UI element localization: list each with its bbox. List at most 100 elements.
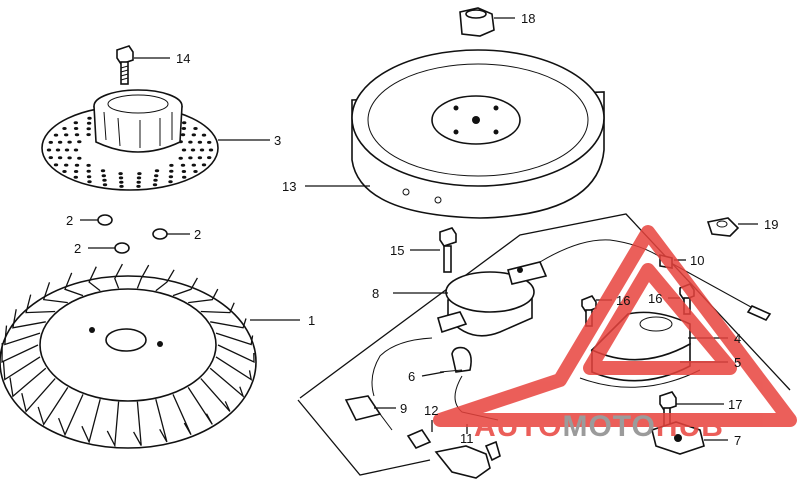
watermark-part-hub: HUB bbox=[656, 410, 724, 443]
part-9-plug-cap bbox=[344, 337, 433, 431]
perforation-hole bbox=[53, 163, 59, 167]
perforation-hole bbox=[73, 170, 79, 173]
perforation-hole bbox=[169, 169, 174, 173]
perforation-hole bbox=[182, 175, 187, 179]
perforation-hole bbox=[191, 133, 196, 137]
fan-fin bbox=[88, 266, 101, 292]
perforation-hole bbox=[73, 127, 79, 130]
perforation-hole bbox=[67, 140, 72, 144]
callout-12: 12 bbox=[424, 403, 438, 418]
part-12-terminal bbox=[406, 429, 432, 449]
fan-fin bbox=[200, 378, 231, 412]
perforation-hole bbox=[197, 140, 203, 144]
perforation-hole bbox=[57, 156, 63, 160]
perforation-hole bbox=[188, 156, 193, 160]
perforation-hole bbox=[74, 133, 80, 137]
perforation-hole bbox=[62, 170, 67, 173]
part-8-ignition-coil bbox=[437, 261, 548, 337]
callout-18: 18 bbox=[521, 11, 535, 26]
fan-fin bbox=[172, 394, 192, 436]
perforation-hole bbox=[152, 183, 158, 187]
fan-fin bbox=[12, 309, 46, 329]
perforation-hole bbox=[181, 148, 187, 152]
fan-fin bbox=[155, 399, 168, 443]
perforation-hole bbox=[180, 133, 186, 137]
perforation-hole bbox=[193, 170, 198, 173]
perforation-hole bbox=[87, 180, 92, 184]
perforation-hole bbox=[57, 140, 63, 144]
callout-6: 6 bbox=[408, 369, 415, 384]
fan-fin bbox=[215, 332, 254, 346]
fan-fin bbox=[81, 399, 101, 444]
perforation-hole bbox=[102, 183, 108, 187]
watermark-part-moto: MOTO bbox=[562, 410, 655, 443]
callout-4: 4 bbox=[734, 331, 741, 346]
fan-fin bbox=[42, 282, 68, 304]
perforation-hole bbox=[87, 116, 92, 120]
perforation-hole bbox=[137, 172, 142, 176]
fan-fin bbox=[21, 378, 56, 413]
perforation-hole bbox=[168, 175, 174, 179]
callout-15: 15 bbox=[390, 243, 404, 258]
part-6-wire-clamp bbox=[439, 346, 472, 373]
fan-fin bbox=[172, 277, 198, 297]
perforation-hole bbox=[181, 170, 187, 173]
fan-fin bbox=[114, 263, 123, 289]
fan-fin bbox=[187, 387, 213, 425]
part-2-spacers bbox=[97, 214, 168, 254]
perforation-hole bbox=[46, 148, 52, 152]
callout-19: 19 bbox=[764, 217, 778, 232]
perforation-hole bbox=[48, 156, 53, 160]
part-15-bolt bbox=[439, 227, 457, 273]
perforation-hole bbox=[63, 133, 69, 137]
callout-3: 3 bbox=[274, 133, 281, 148]
perforation-hole bbox=[201, 133, 207, 137]
perforation-hole bbox=[118, 172, 123, 176]
callout-10: 10 bbox=[690, 253, 704, 268]
fan-fin bbox=[215, 356, 253, 381]
perforation-hole bbox=[197, 156, 203, 160]
perforation-hole bbox=[48, 140, 53, 144]
perforation-hole bbox=[63, 163, 69, 167]
callout-5: 5 bbox=[734, 355, 741, 370]
part-19-clip bbox=[706, 217, 740, 237]
perforation-hole bbox=[207, 156, 212, 160]
perforation-hole bbox=[67, 156, 72, 160]
perforation-hole bbox=[86, 169, 91, 173]
perforation-hole bbox=[168, 180, 173, 184]
perforation-hole bbox=[191, 163, 196, 167]
part-13-flywheel bbox=[351, 49, 605, 219]
fan-fin bbox=[4, 325, 41, 346]
watermark-text: AUTOMOTOHUB bbox=[474, 410, 724, 443]
fan-fin bbox=[2, 356, 41, 381]
part-10-lead-wire bbox=[539, 239, 772, 322]
perforation-hole bbox=[73, 148, 79, 152]
part-3-cooling-cup bbox=[41, 89, 219, 191]
fan-fin bbox=[210, 318, 247, 329]
perforation-hole bbox=[86, 175, 92, 179]
watermark-logo: AUTOMOTOHUB bbox=[433, 225, 797, 443]
callout-9: 9 bbox=[400, 401, 407, 416]
fan-fin bbox=[136, 264, 150, 289]
fan-fin bbox=[25, 294, 56, 314]
perforation-hole bbox=[136, 180, 141, 184]
callout-2a: 2 bbox=[66, 213, 73, 228]
perforation-hole bbox=[64, 148, 70, 152]
part-14-bolt bbox=[116, 45, 134, 85]
fan-fin bbox=[64, 272, 84, 297]
callout-17: 17 bbox=[728, 397, 742, 412]
perforation-hole bbox=[100, 169, 106, 173]
perforation-hole bbox=[154, 169, 160, 173]
perforation-hole bbox=[199, 148, 205, 152]
callout-11: 11 bbox=[460, 431, 474, 446]
callout-13: 13 bbox=[282, 179, 296, 194]
perforation-hole bbox=[62, 127, 67, 130]
perforation-hole bbox=[118, 176, 124, 180]
perforation-hole bbox=[182, 121, 187, 125]
perforation-hole bbox=[55, 148, 61, 152]
perforation-hole bbox=[86, 133, 91, 137]
callout-2b: 2 bbox=[74, 241, 81, 256]
fan-fin bbox=[155, 269, 175, 292]
perforation-hole bbox=[53, 133, 59, 137]
perforation-hole bbox=[208, 148, 214, 152]
